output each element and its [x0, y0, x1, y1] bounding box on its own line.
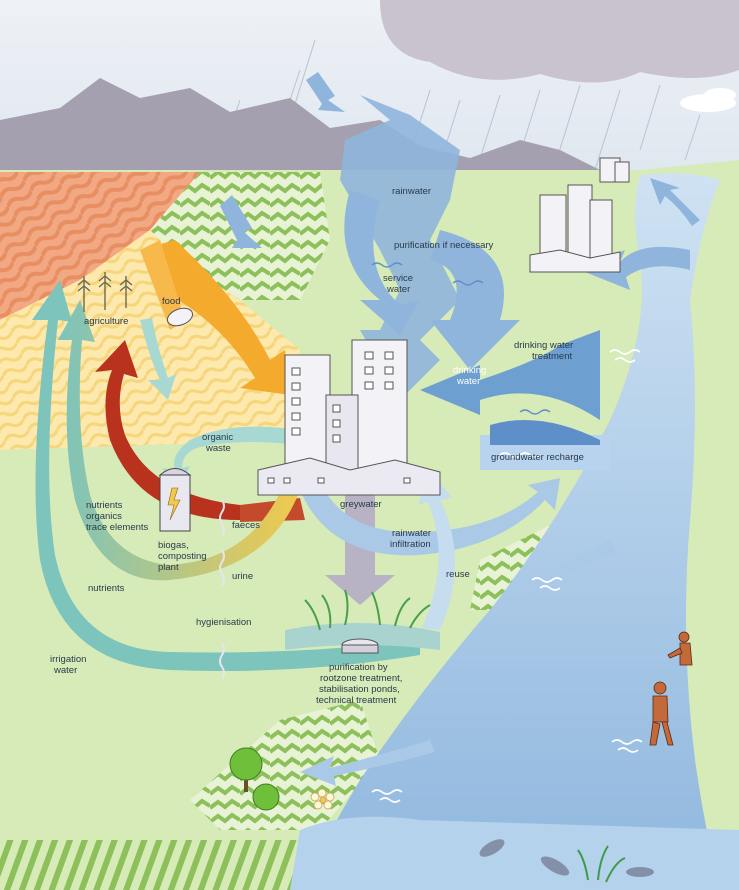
label-hygienisation: hygienisation	[196, 617, 252, 628]
label-nutrients-organics-line2: organics	[86, 511, 122, 522]
central-city	[257, 339, 441, 496]
label-greywater: greywater	[340, 499, 382, 510]
flower-icon	[310, 788, 335, 810]
bread-icon	[166, 307, 194, 327]
label-biogas-line2: composting	[158, 551, 207, 562]
label-drinking-water-line1: drinking	[453, 365, 487, 376]
mountains	[0, 78, 620, 182]
label-faeces: faeces	[232, 520, 260, 531]
service-water-arrow	[344, 190, 420, 335]
reuse-arrow	[418, 470, 455, 630]
label-purification-by-line1: purification by	[329, 662, 388, 673]
nutrients-organics-arrow	[95, 340, 240, 520]
label-reuse: reuse	[446, 569, 470, 580]
river-up-arrow	[650, 178, 700, 226]
organic-waste-arrow	[162, 426, 300, 490]
irrigation-arrow	[32, 280, 420, 671]
label-service-water-line1: service	[383, 273, 414, 284]
infiltration-arrow	[300, 478, 560, 556]
label-agriculture: agriculture	[84, 316, 129, 327]
urine-arrow	[58, 300, 300, 581]
label-urine: urine	[232, 571, 254, 582]
purification-pond	[285, 622, 440, 650]
label-service-water-line2: water	[387, 284, 411, 295]
food-arrow	[140, 240, 290, 395]
stage-separators	[219, 499, 225, 680]
trees-icon	[229, 747, 280, 811]
rain-arrow-1	[306, 72, 345, 112]
label-food: food	[162, 296, 181, 307]
upper-city	[529, 157, 630, 273]
river-left-arrow-1	[510, 540, 615, 595]
cloud-tiny	[704, 88, 736, 102]
river-to-city-arrow	[580, 246, 690, 290]
label-irrigation-water-line2: water	[54, 665, 78, 676]
water-plants	[577, 845, 626, 883]
reeds	[304, 589, 431, 631]
label-drinking-water-treatment-line1: drinking water	[514, 340, 574, 351]
person-wading-icon	[649, 681, 674, 746]
rain-arrow-2	[220, 195, 262, 248]
purification-arrow	[430, 230, 520, 370]
label-purification-by-line3: stabilisation ponds,	[319, 684, 400, 695]
label-organic-waste-line1: organic	[202, 432, 234, 443]
label-irrigation-water-line1: irrigation	[50, 654, 87, 665]
label-organic-waste-line2: waste	[206, 443, 231, 454]
river	[300, 173, 720, 890]
label-rainwater-infiltration-line1: rainwater	[392, 528, 432, 539]
biogas-plant	[158, 468, 192, 532]
label-purification-by-line4: technical treatment	[316, 695, 397, 706]
label-biogas-line1: biogas,	[158, 540, 189, 551]
fish-icon	[479, 839, 654, 877]
label-biogas-line3: plant	[158, 562, 179, 573]
wave-marks	[371, 349, 643, 803]
drinking-water-arrow	[420, 330, 600, 420]
label-nutrients-organics-line1: nutrients	[86, 500, 123, 511]
cloud-top	[380, 0, 739, 83]
label-nutrients: nutrients	[88, 583, 125, 594]
river-left-arrow-2	[300, 740, 435, 786]
agriculture-loop-arrow	[140, 318, 176, 400]
blue-wave-marks	[371, 262, 551, 415]
label-rainwater-infiltration-line2: infiltration	[390, 539, 431, 550]
label-nutrients-organics-line3: trace elements	[86, 522, 149, 533]
label-purification-by-line2: rootzone treatment,	[320, 673, 403, 684]
wheat-icon	[77, 272, 133, 312]
rainwater-arrow	[340, 95, 460, 400]
label-purification-if-necessary: purification if necessary	[394, 240, 494, 251]
label-drinking-water-treatment-line2: treatment	[532, 351, 573, 362]
label-drinking-water-line2: water	[457, 376, 481, 387]
label-groundwater-recharge: groundwater recharge	[491, 452, 584, 463]
label-rainwater: rainwater	[392, 186, 432, 197]
person-drinking-icon	[667, 631, 693, 666]
